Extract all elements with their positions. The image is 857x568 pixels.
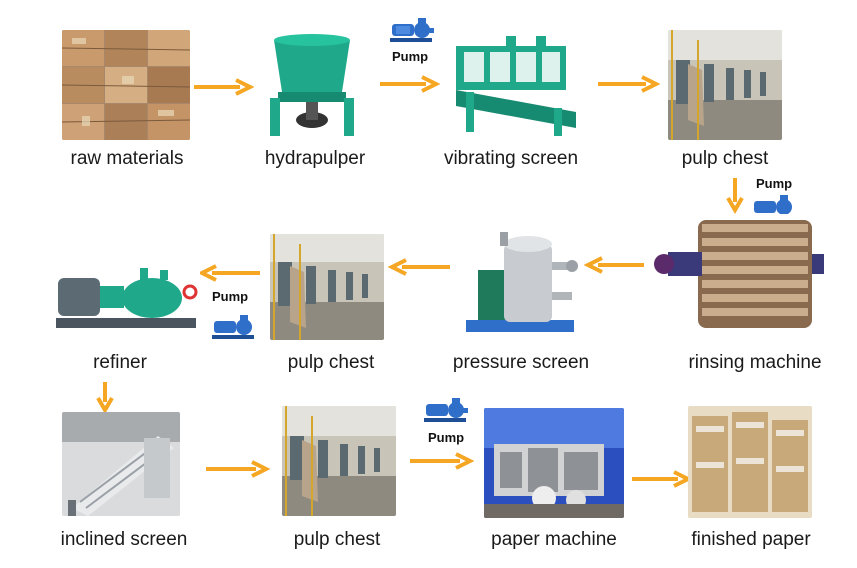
pulp-chest-image bbox=[270, 234, 384, 340]
finished-paper-label: finished paper bbox=[691, 529, 811, 550]
flow-arrow bbox=[198, 264, 262, 282]
hydrapulper-image bbox=[262, 32, 362, 140]
flow-arrow bbox=[408, 452, 474, 470]
pump-label: Pump bbox=[428, 430, 465, 445]
pump-icon bbox=[212, 314, 256, 340]
pressure-screen-label: pressure screen bbox=[452, 352, 590, 373]
paper-machine-image bbox=[484, 408, 624, 518]
vibrating-screen-label: vibrating screen bbox=[443, 148, 579, 169]
flow-arrow bbox=[204, 460, 270, 478]
finished-paper-image bbox=[688, 406, 812, 518]
pulp-chest-image bbox=[668, 30, 782, 140]
pump-icon bbox=[424, 396, 468, 424]
pulp-chest-label: pulp chest bbox=[287, 352, 375, 373]
flow-arrow bbox=[378, 75, 440, 93]
flow-arrow bbox=[388, 258, 452, 276]
raw-materials-image bbox=[62, 30, 190, 140]
pulp-chest-label: pulp chest bbox=[681, 148, 769, 169]
flow-arrow bbox=[584, 256, 646, 274]
flow-arrow bbox=[96, 380, 114, 414]
pulp-chest-image bbox=[282, 406, 396, 516]
refiner-label: refiner bbox=[93, 352, 147, 373]
paper-machine-label: paper machine bbox=[491, 529, 617, 550]
flow-arrow bbox=[630, 470, 692, 488]
inclined-screen-label: inclined screen bbox=[60, 529, 188, 550]
pump-label: Pump bbox=[756, 176, 793, 191]
pressure-screen-image bbox=[460, 222, 580, 340]
pulp-chest-label: pulp chest bbox=[293, 529, 381, 550]
vibrating-screen-image bbox=[446, 32, 586, 140]
flow-arrow bbox=[192, 78, 254, 96]
rinsing-machine-label: rinsing machine bbox=[688, 352, 822, 373]
rinsing-machine-image bbox=[648, 214, 828, 338]
raw-materials-label: raw materials bbox=[70, 148, 184, 169]
pump-label: Pump bbox=[212, 289, 249, 304]
inclined-screen-image bbox=[62, 412, 180, 516]
pump-label: Pump bbox=[392, 49, 429, 64]
flow-arrow bbox=[726, 176, 744, 214]
flow-arrow bbox=[596, 75, 660, 93]
pump-icon bbox=[390, 16, 434, 44]
hydrapulper-label: hydrapulper bbox=[264, 148, 366, 169]
refiner-image bbox=[52, 262, 200, 334]
